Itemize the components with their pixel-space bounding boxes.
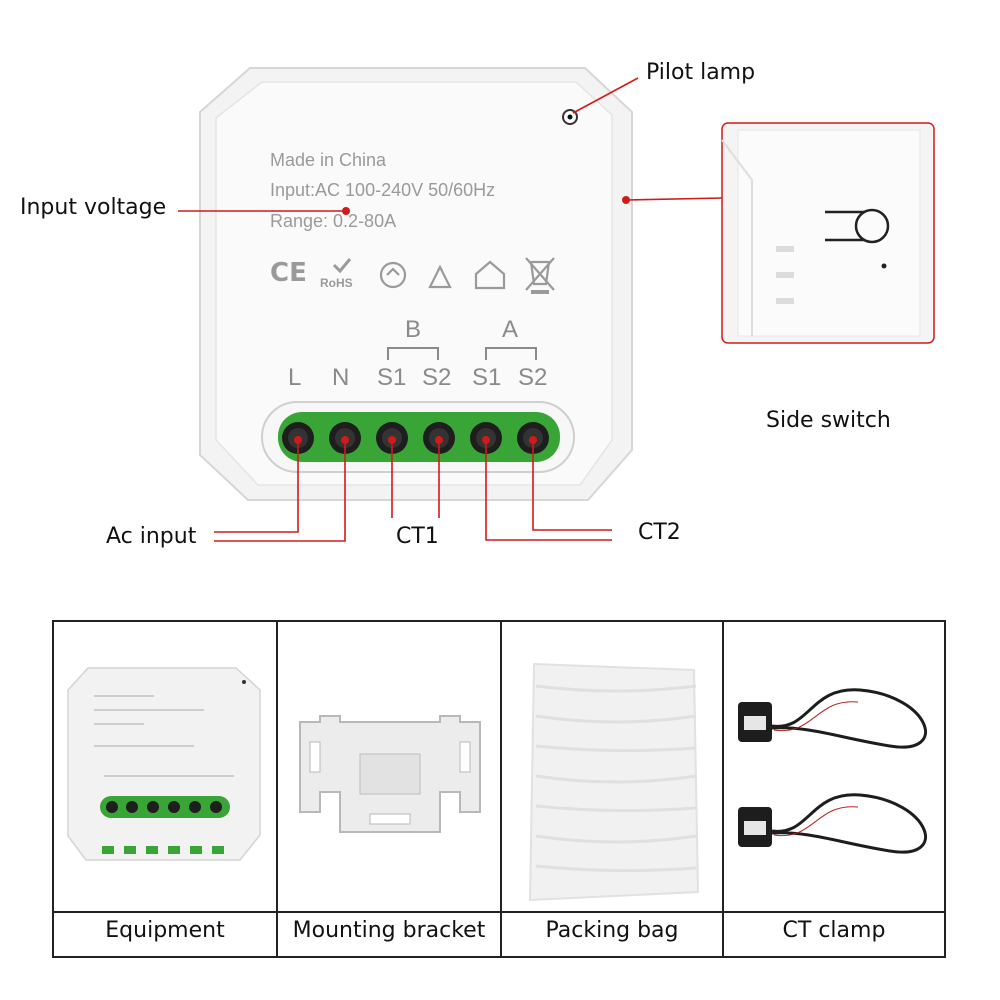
pilot-lamp-label: Pilot lamp [646,60,756,85]
rohs-mark: RoHS [320,276,353,290]
terminal-label-b-s2: S2 [422,364,452,391]
packing-bag-image [528,662,700,902]
device-range-spec: Range: 0.2-80A [270,211,397,231]
group-a-label: A [502,316,519,343]
callout-lines [178,77,723,542]
terminal-label-l: L [288,364,302,391]
input-voltage-label: Input voltage [20,195,167,220]
caption-equipment: Equipment [105,918,225,943]
ct1-label: CT1 [396,524,439,549]
equipment-image [67,667,261,861]
callout-dots [294,196,630,444]
device-diagram [178,67,935,542]
device-made-in: Made in China [270,150,387,170]
mounting-bracket-image [299,715,481,833]
terminal-label-b-s1: S1 [377,364,407,391]
caption-ct-clamp: CT clamp [782,918,886,943]
package-contents-table: Equipment Mounting bracket Packing bag C… [52,620,946,958]
terminal-label-a-s2: S2 [518,364,548,391]
ce-mark: CE [270,258,307,288]
side-switch-icon [825,208,890,244]
ac-input-label: Ac input [106,524,197,549]
group-b-label: B [405,316,422,343]
terminal-label-a-s1: S1 [472,364,502,391]
caption-packing-bag: Packing bag [545,918,679,943]
side-switch-label: Side switch [766,408,891,433]
certification-icons [332,257,555,294]
terminal-label-n: N [332,364,350,391]
ct2-label: CT2 [638,520,681,545]
ct-clamp-image [738,688,927,854]
caption-mounting-bracket: Mounting bracket [292,918,486,943]
device-input-spec: Input:AC 100-240V 50/60Hz [270,180,496,200]
